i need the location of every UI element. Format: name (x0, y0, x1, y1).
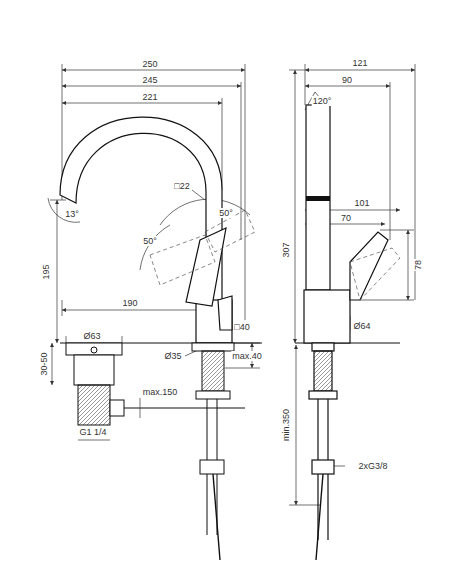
dimension-label: 30-50 (39, 351, 49, 376)
dimension-label: 50° (142, 236, 158, 246)
dimension-label: Ø35 (163, 351, 182, 361)
dimension-label: 195 (41, 263, 51, 280)
dimension-label: 70 (340, 213, 352, 223)
dimension-label: □40 (233, 322, 250, 332)
dimension-label: 2xG3/8 (357, 461, 388, 471)
dimension-label: Ø63 (82, 331, 101, 341)
dimension-label: G1 1/4 (78, 427, 107, 437)
dimension-label: 120° (312, 96, 333, 106)
dimension-label: 307 (281, 241, 291, 258)
dimension-label: 90 (341, 75, 353, 85)
dimension-label: 13° (64, 209, 80, 219)
dimension-label: 78 (413, 259, 423, 271)
dimension-label: 190 (121, 298, 138, 308)
dimension-label: 221 (141, 92, 158, 102)
dimension-label: 245 (141, 75, 158, 85)
dimension-label: 121 (351, 58, 368, 68)
dimension-label: □22 (173, 181, 190, 191)
dimension-label: min.350 (281, 408, 291, 442)
dimension-label: max.40 (231, 351, 263, 361)
dimension-label: 101 (353, 198, 370, 208)
dimension-label: max.150 (142, 387, 179, 397)
dimension-label: 250 (141, 59, 158, 69)
dimension-label: Ø64 (352, 321, 371, 331)
dimension-label: 50° (218, 208, 234, 218)
